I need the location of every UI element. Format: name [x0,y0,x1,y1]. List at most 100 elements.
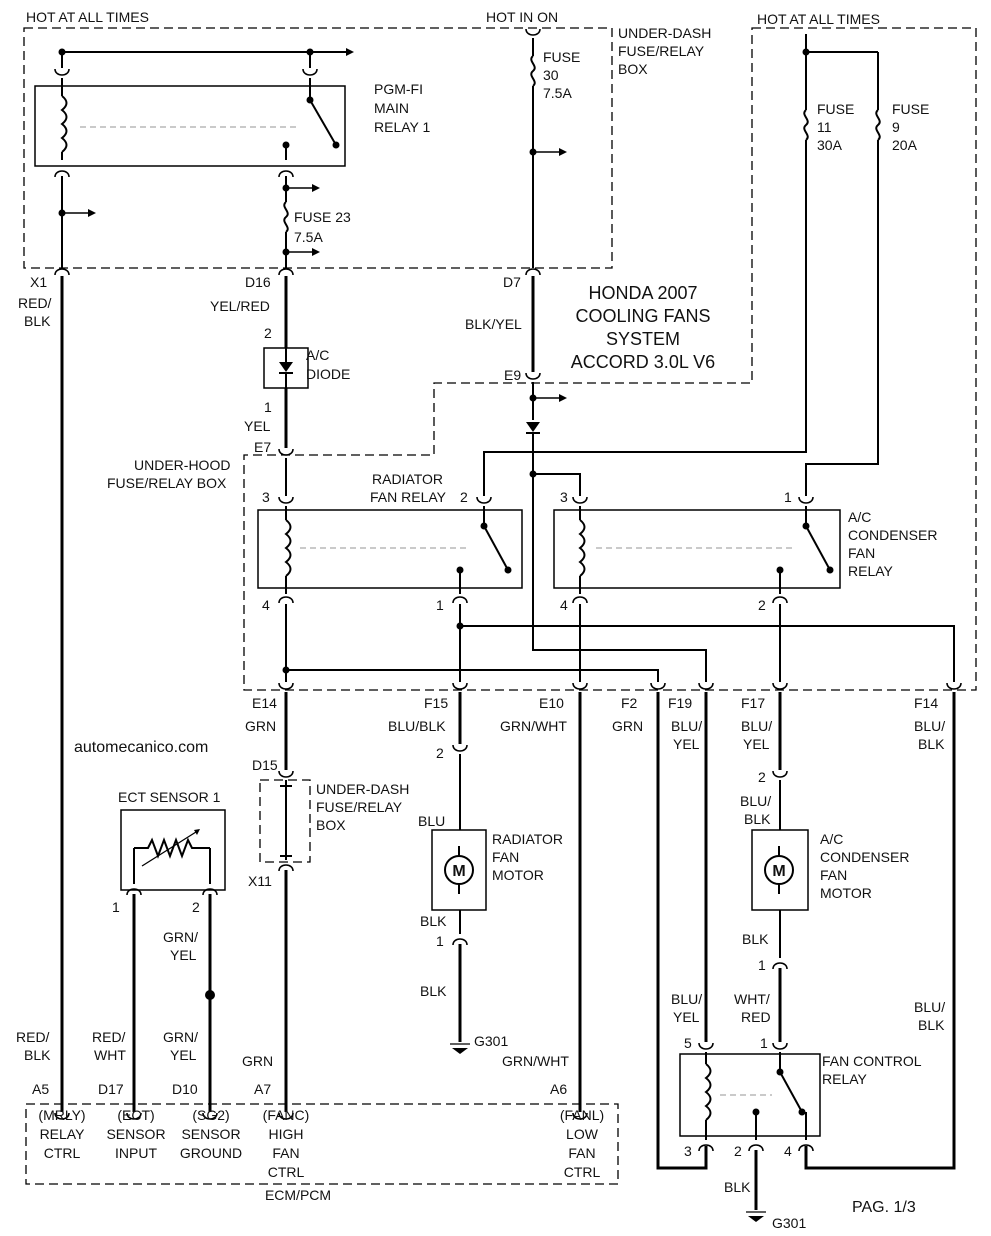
ac-condenser-fan-relay [553,496,841,604]
ac-motor-symbol: M [772,863,785,880]
fuse-23-label: FUSE 23 [294,209,351,225]
connector-e7: E7 [254,439,271,455]
connector-a5: A5 [32,1081,49,1097]
ac-motor-label-3: FAN [820,867,847,883]
connector-d10: D10 [172,1081,198,1097]
upper-connectors [54,268,541,1112]
wire-blu-yel-bottom-1: BLU/ [671,991,702,1007]
acr-pin-2: 2 [758,597,766,613]
wire-blu-yel-f19-1: BLU/ [671,718,702,734]
connector-x1: X1 [30,274,47,290]
fuse-30-number: 30 [543,67,559,83]
wire-grn-wht: GRN/WHT [500,718,567,734]
wire-blu-blk-f14-2: BLK [918,736,945,752]
ac-condenser-fan-motor [751,692,809,1042]
wire-wht-red-2: RED [741,1009,771,1025]
pgmfi-relay-label-3: RELAY 1 [374,119,431,135]
wire-grn-bottom: GRN [242,1053,273,1069]
ac-relay-label-4: RELAY [848,563,894,579]
title-line-1: HONDA 2007 [588,283,697,303]
under-dash-mid-label-3: BOX [316,817,346,833]
fuse-23-rating: 7.5A [294,229,323,245]
ac-diode [263,347,309,448]
pgmfi-relay-label-2: MAIN [374,100,409,116]
ecm-sg2-1: (SG2) [192,1107,229,1123]
acm-pin-2: 2 [758,769,766,785]
fanc-circuit [278,692,294,1112]
wire-blu-yel-bottom-2: YEL [673,1009,700,1025]
page-label: PAG. 1/3 [852,1199,916,1216]
ecm-ect-2: SENSOR [106,1126,165,1142]
wire-blu-blk-bottom-2: BLK [918,1017,945,1033]
fuse-11-and-9-circuit [483,34,881,496]
wire-red-blk-bottom-1: RED/ [16,1029,50,1045]
fuse-9-number: 9 [892,119,900,135]
fan-control-relay-label-2: RELAY [822,1071,868,1087]
under-hood-internal-wiring [278,604,962,690]
wire-yel: YEL [244,418,271,434]
ac-relay-label-1: A/C [848,509,871,525]
radiator-motor-label-3: MOTOR [492,867,544,883]
connector-d17: D17 [98,1081,124,1097]
wire-blu-blk-bottom-1: BLU/ [914,999,945,1015]
diode-pin-2: 2 [264,325,272,341]
connector-f17: F17 [741,695,765,711]
under-hood-label-2: FUSE/RELAY BOX [107,475,227,491]
connector-f15: F15 [424,695,448,711]
connector-a7: A7 [254,1081,271,1097]
ac-diode-label-2: DIODE [306,366,350,382]
ac-relay-label-3: FAN [848,545,875,561]
fuse-30-label: FUSE [543,49,580,65]
hot-at-all-times-right-label: HOT AT ALL TIMES [757,11,880,27]
wire-blu-blk-acm-2: BLK [744,811,771,827]
connector-e9: E9 [504,367,521,383]
radiator-motor-label-1: RADIATOR [492,831,563,847]
fuse-30-circuit [525,28,568,268]
wire-grn-e14: GRN [245,718,276,734]
wire-grn-yel-2: YEL [170,947,197,963]
ect-pin-2: 2 [192,899,200,915]
rfr-pin-4: 4 [262,597,270,613]
wire-blk-acm: BLK [742,931,769,947]
connector-d15: D15 [252,757,278,773]
under-dash-top-label-2: FUSE/RELAY [618,43,705,59]
fuse-11-rating: 30A [817,137,843,153]
under-dash-top-label-1: UNDER-DASH [618,25,711,41]
wire-wht-red-1: WHT/ [734,991,770,1007]
wire-blk-rfm: BLK [420,913,447,929]
fuse-9-rating: 20A [892,137,918,153]
ac-motor-label-1: A/C [820,831,843,847]
radiator-fan-relay [257,448,523,604]
f2-wire [656,692,708,1170]
under-dash-mid-label-2: FUSE/RELAY [316,799,403,815]
rfr-pin-2: 2 [460,489,468,505]
acr-pin-1: 1 [784,489,792,505]
wire-grn-yel-bottom-2: YEL [170,1047,197,1063]
wire-blu: BLU [418,813,445,829]
f14-wire [804,692,956,1170]
connector-f14: F14 [914,695,938,711]
wire-blu-blk-f15: BLU/BLK [388,718,446,734]
under-hood-label-1: UNDER-HOOD [134,457,230,473]
under-dash-fuse-relay-box-mid [259,779,311,863]
title-line-3: SYSTEM [606,329,680,349]
ecm-mrly-2: RELAY [40,1126,86,1142]
ecm-fanl-3: FAN [568,1145,595,1161]
fcr-pin-2: 2 [734,1143,742,1159]
wire-blu-blk-f14-1: BLU/ [914,718,945,734]
fuse-9-label: FUSE [892,101,929,117]
radiator-motor-label-2: FAN [492,849,519,865]
ac-relay-label-2: CONDENSER [848,527,937,543]
acr-pin-3: 3 [560,489,568,505]
ac-diode-label-1: A/C [306,347,329,363]
ecm-mrly-3: CTRL [44,1145,81,1161]
hot-in-on-label: HOT IN ON [486,9,558,25]
title-line-4: ACCORD 3.0L V6 [571,352,715,372]
wire-grn-wht-bottom: GRN/WHT [502,1053,569,1069]
ect-sensor-label: ECT SENSOR 1 [118,789,221,805]
fan-control-relay [679,1042,821,1222]
rfr-pin-1: 1 [436,597,444,613]
radiator-relay-label-2: FAN RELAY [370,489,447,505]
ecm-sg2-2: SENSOR [181,1126,240,1142]
wire-red-wht-1: RED/ [92,1029,126,1045]
